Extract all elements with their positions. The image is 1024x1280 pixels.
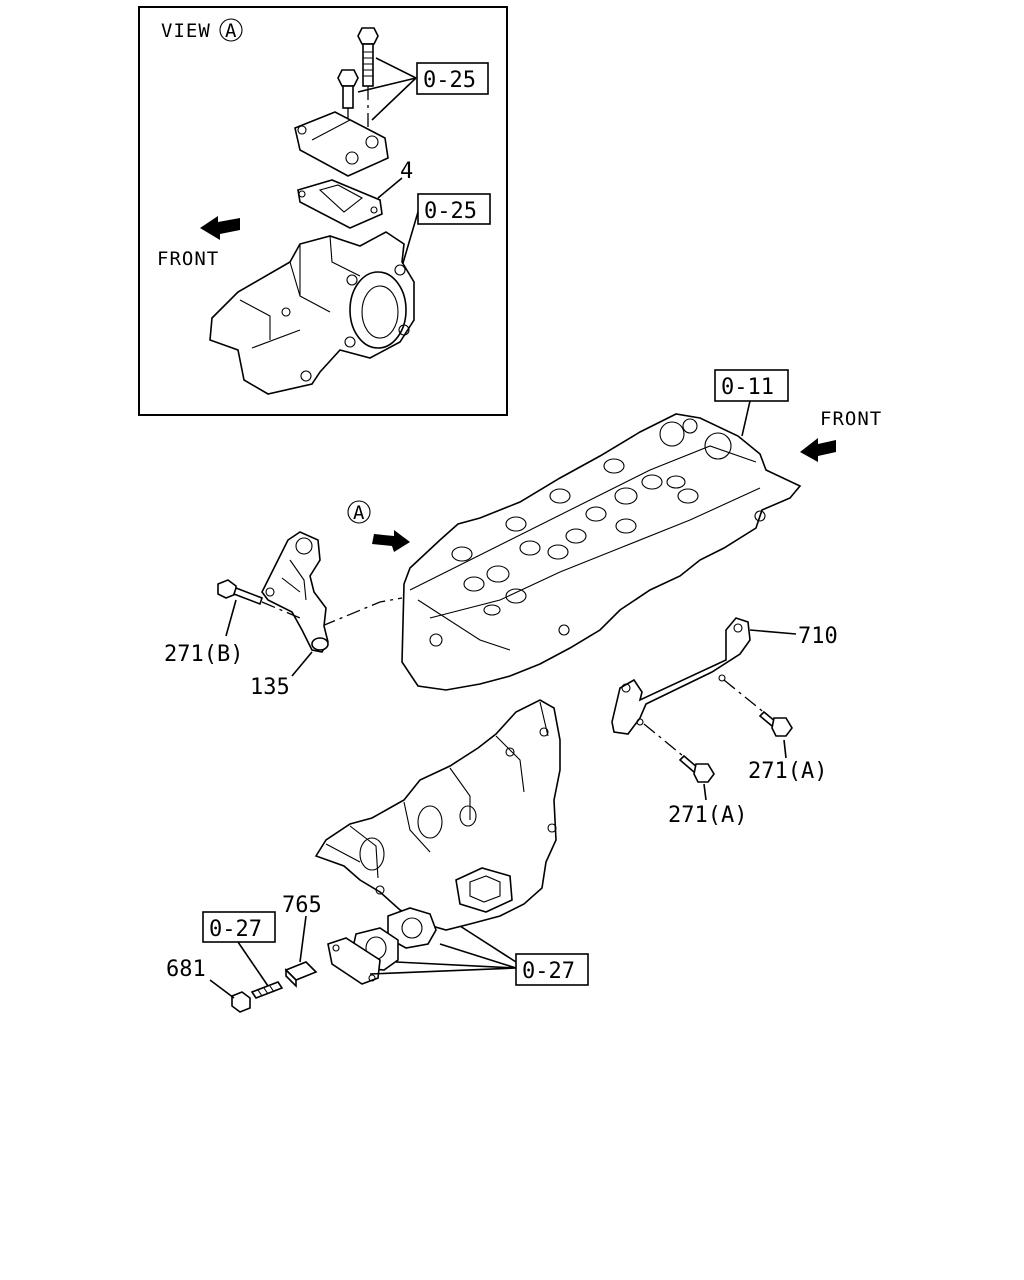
view-ref-arrow — [372, 530, 410, 552]
stud-681 — [231, 981, 284, 1013]
inset-flange-plate — [294, 111, 389, 177]
ref-box-inset-top — [416, 62, 489, 95]
inset-turbo-housing — [209, 231, 415, 395]
ref-manifold-left: 0-27 — [209, 917, 262, 942]
ref-inset-mid: 0-25 — [424, 199, 477, 224]
part-4: 4 — [400, 159, 413, 184]
bolt-271a-right — [723, 679, 793, 737]
manifold-gaskets — [327, 907, 437, 985]
part-271b: 271(B) — [164, 642, 243, 667]
ref-inset-top: 0-25 — [423, 68, 476, 93]
view-label: VIEW — [161, 20, 211, 42]
ref-manifold-right: 0-27 — [522, 959, 575, 984]
sleeve-765 — [284, 961, 318, 988]
part-135: 135 — [250, 675, 290, 700]
part-765: 765 — [282, 893, 322, 918]
exhaust-manifold — [314, 699, 561, 931]
front-label-inset: FRONT — [157, 248, 219, 270]
part-710: 710 — [798, 624, 838, 649]
view-letter: A — [225, 20, 237, 42]
part-271a-lower: 271(A) — [668, 803, 747, 828]
part-271a-right: 271(A) — [748, 759, 827, 784]
view-ref-letter: A — [353, 502, 365, 524]
inset-studs — [337, 27, 379, 160]
bracket-710 — [611, 617, 751, 735]
bolt-271b — [217, 579, 301, 619]
ref-cylinder-head: 0-11 — [721, 375, 774, 400]
inset-view-a: VIEW A 0-25 — [138, 6, 508, 416]
ref-box-manifold-right — [515, 953, 589, 986]
ref-box-cylinder-head — [714, 369, 789, 402]
part-681: 681 — [166, 957, 206, 982]
cylinder-head: 0-11 — [321, 369, 882, 691]
bracket-135 — [261, 531, 329, 653]
front-arrow-main — [800, 438, 836, 462]
ref-box-inset-mid — [417, 193, 491, 225]
front-arrow-inset — [200, 216, 240, 240]
ref-box-manifold-left — [202, 911, 276, 943]
view-letter-circle — [219, 18, 243, 42]
head-holes — [429, 418, 766, 647]
bolt-271a-lower — [643, 723, 715, 783]
inset-gasket — [297, 179, 383, 229]
front-label-main: FRONT — [820, 408, 882, 430]
view-ref-circle — [347, 500, 371, 524]
